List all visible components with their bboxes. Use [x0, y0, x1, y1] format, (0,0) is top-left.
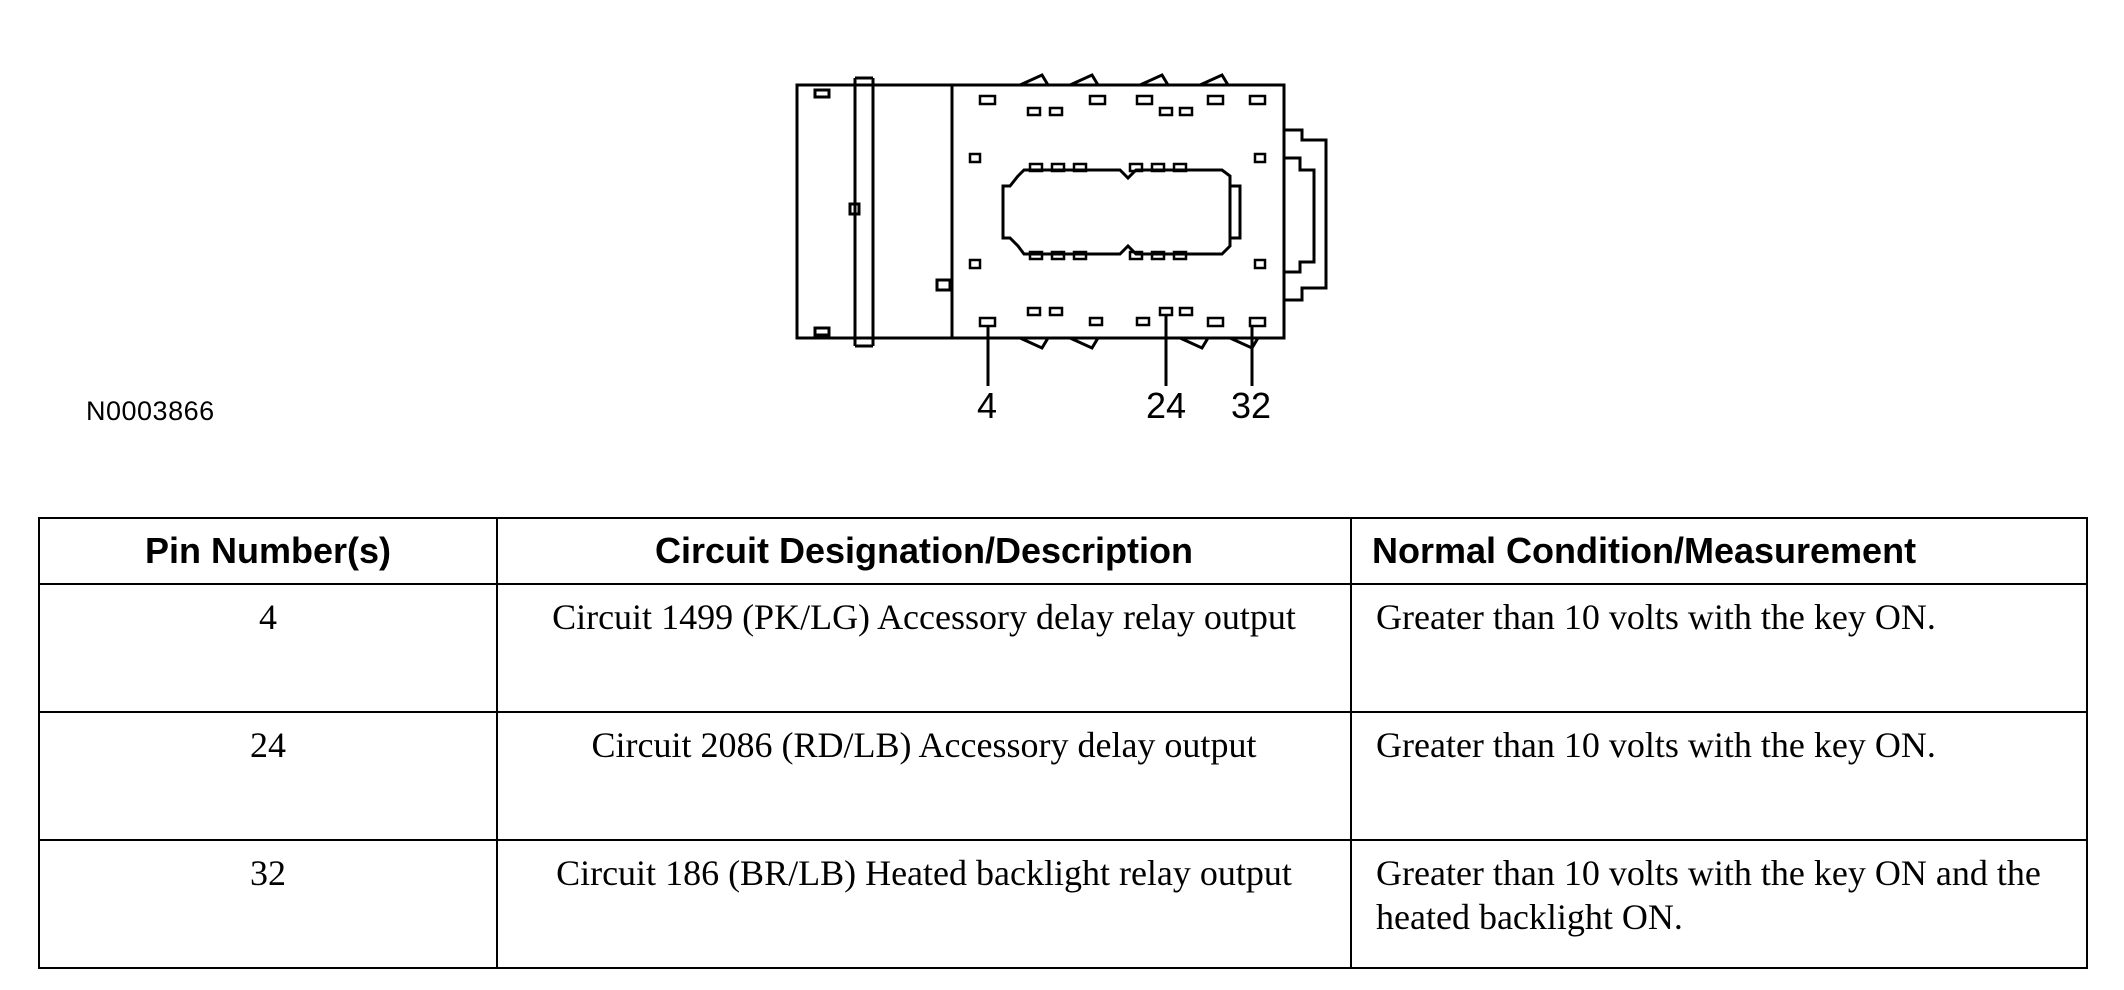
pin-callout-4: 4: [977, 385, 998, 426]
pin-callout-24: 24: [1146, 385, 1187, 426]
pin-callout-32: 32: [1231, 385, 1272, 426]
table-header-row: Pin Number(s) Circuit Designation/Descri…: [38, 517, 2088, 585]
pin-number-cell: 24: [38, 711, 498, 841]
pin-table: Pin Number(s) Circuit Designation/Descri…: [38, 517, 2088, 969]
circuit-cell: Circuit 2086 (RD/LB) Accessory delay out…: [496, 711, 1352, 841]
figure-id: N0003866: [86, 396, 215, 426]
column-header-circuit: Circuit Designation/Description: [496, 517, 1352, 585]
column-header-pin-number: Pin Number(s): [38, 517, 498, 585]
pin-number-cell: 4: [38, 583, 498, 713]
condition-cell: Greater than 10 volts with the key ON.: [1350, 711, 2088, 841]
condition-cell: Greater than 10 volts with the key ON an…: [1350, 839, 2088, 969]
connector-diagram: N0003866 4 24 32: [0, 0, 2124, 480]
condition-cell: Greater than 10 volts with the key ON.: [1350, 583, 2088, 713]
column-header-condition: Normal Condition/Measurement: [1350, 517, 2088, 585]
pin-number-cell: 32: [38, 839, 498, 969]
table-row: 24 Circuit 2086 (RD/LB) Accessory delay …: [38, 711, 2088, 841]
circuit-cell: Circuit 1499 (PK/LG) Accessory delay rel…: [496, 583, 1352, 713]
table-row: 32 Circuit 186 (BR/LB) Heated backlight …: [38, 839, 2088, 969]
table-row: 4 Circuit 1499 (PK/LG) Accessory delay r…: [38, 583, 2088, 713]
circuit-cell: Circuit 186 (BR/LB) Heated backlight rel…: [496, 839, 1352, 969]
connector-face-drawing: [795, 73, 1328, 386]
